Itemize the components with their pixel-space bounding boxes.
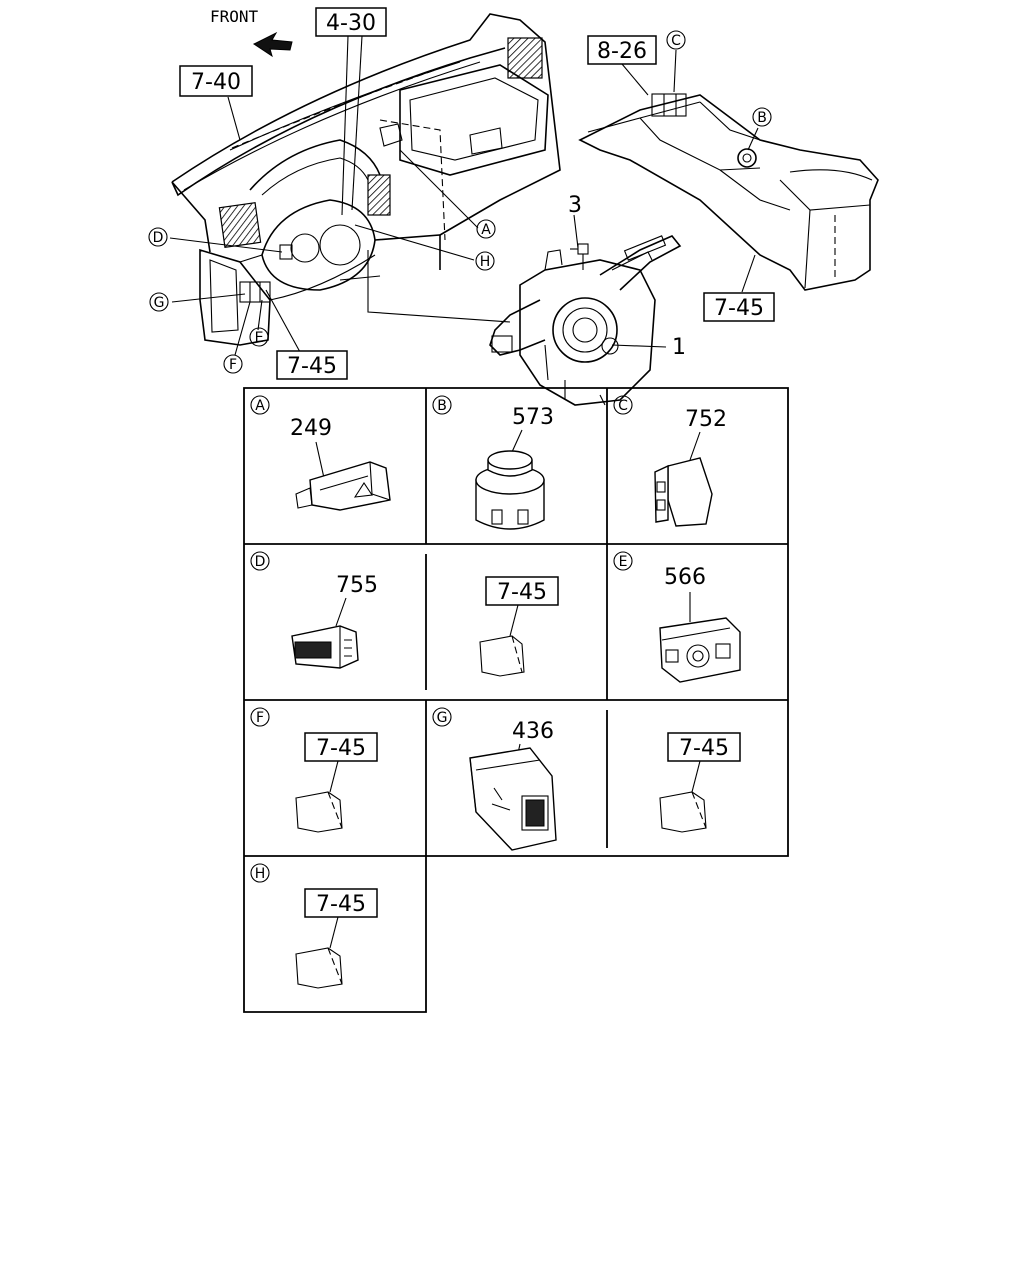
detail-panel-b: B 573 [432, 395, 554, 530]
overview-illustration: FRONT [148, 7, 879, 406]
switch-outline-drawing [295, 947, 343, 989]
svg-text:D: D [255, 554, 266, 570]
detail-panel-ref-2: 7-45 [659, 732, 741, 833]
svg-text:C: C [618, 398, 628, 414]
svg-text:A: A [481, 222, 491, 238]
part-number-573: 573 [512, 405, 554, 430]
svg-text:7-45: 7-45 [714, 296, 764, 321]
detail-panel-e: E 566 [613, 551, 741, 683]
ref-box-4-30: 4-30 [315, 7, 387, 37]
part-number-249: 249 [290, 416, 332, 441]
svg-text:D: D [153, 230, 164, 246]
part-number-566: 566 [664, 565, 706, 590]
dashboard-drawing [171, 13, 561, 346]
detail-panel-d: D 755 [250, 551, 378, 669]
svg-text:B: B [757, 110, 767, 126]
callout-h: H [475, 251, 495, 271]
detail-grid [243, 387, 789, 1013]
svg-text:G: G [437, 710, 448, 726]
switch-outline-drawing [479, 635, 525, 677]
callout-b: B [752, 107, 772, 127]
svg-text:8-26: 8-26 [597, 39, 647, 64]
part-number-3: 3 [568, 193, 582, 218]
part-number-1: 1 [672, 335, 686, 360]
detail-panel-h: H 7-45 [250, 863, 378, 989]
detail-panel-a: A 249 [250, 395, 391, 511]
detail-panel-g: G 436 [432, 707, 557, 851]
svg-text:F: F [256, 710, 264, 726]
combination-switch-drawing [489, 235, 682, 406]
part-number-755: 755 [336, 573, 378, 598]
front-label: FRONT [210, 7, 259, 26]
ref-box-7-45-lower-left: 7-45 [276, 350, 348, 380]
part-number-436: 436 [512, 719, 554, 744]
switch-outline-drawing [295, 791, 343, 833]
callout-c: C [666, 30, 686, 50]
svg-text:C: C [671, 33, 681, 49]
svg-text:E: E [619, 554, 628, 570]
svg-text:7-45: 7-45 [497, 580, 547, 605]
svg-text:B: B [437, 398, 447, 414]
hazard-switch-drawing [295, 461, 391, 511]
callout-a: A [476, 219, 496, 239]
svg-text:F: F [229, 357, 237, 373]
switch-outline-drawing [659, 791, 707, 833]
switch-g-drawing [469, 747, 557, 851]
svg-text:7-45: 7-45 [287, 354, 337, 379]
ref-box-7-45-console: 7-45 [703, 292, 775, 322]
rotary-knob-drawing [475, 450, 545, 530]
svg-text:7-45: 7-45 [316, 736, 366, 761]
ref-box-7-40: 7-40 [179, 65, 253, 97]
svg-text:H: H [480, 254, 491, 270]
detail-panel-ref-1: 7-45 [479, 576, 559, 677]
svg-text:4-30: 4-30 [326, 11, 376, 36]
ref-box-8-26: 8-26 [587, 35, 657, 65]
leader-lines [169, 35, 759, 356]
detail-panel-c: C 752 [613, 395, 727, 527]
detail-panel-f: F 7-45 [250, 707, 378, 833]
svg-text:7-45: 7-45 [316, 892, 366, 917]
rocker-switch-c-drawing [654, 457, 713, 527]
switch-d-drawing [291, 625, 359, 669]
callout-e: E [249, 327, 269, 347]
callout-f: F [223, 354, 243, 374]
center-console-drawing [578, 93, 879, 291]
callout-d: D [148, 227, 168, 247]
svg-text:A: A [255, 398, 265, 414]
screw-drawing [570, 243, 589, 270]
front-arrow-icon [253, 31, 293, 58]
svg-text:E: E [255, 330, 264, 346]
svg-text:G: G [154, 295, 165, 311]
svg-text:H: H [255, 866, 266, 882]
svg-text:7-40: 7-40 [191, 70, 241, 95]
svg-text:7-45: 7-45 [679, 736, 729, 761]
mirror-switch-drawing [659, 617, 741, 683]
callout-g: G [149, 292, 169, 312]
part-number-752: 752 [685, 407, 727, 432]
